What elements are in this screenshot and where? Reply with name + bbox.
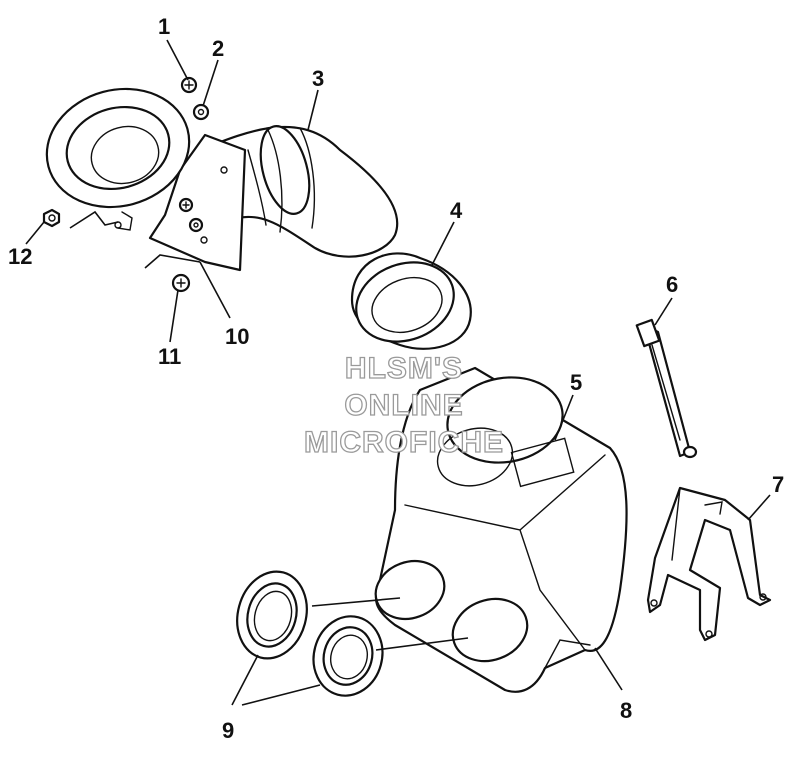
- grommet-left: [236, 570, 308, 660]
- callout-10: 10: [225, 324, 249, 349]
- inlet-bracket: [45, 87, 247, 272]
- strap-6: [635, 318, 698, 459]
- callout-5: 5: [570, 370, 582, 395]
- callouts: 1 2 3 4 5 6 7 8 9 10 11 12: [8, 14, 784, 743]
- callout-7: 7: [772, 472, 784, 497]
- air-box-housing: [374, 366, 628, 693]
- callout-6: 6: [666, 272, 678, 297]
- callout-1: 1: [158, 14, 170, 39]
- intake-hose: [198, 125, 399, 258]
- ring-coupler-4: [350, 252, 472, 350]
- bracket-7: [646, 486, 772, 642]
- watermark-line-1: HLSM'S: [345, 352, 463, 385]
- callout-2: 2: [212, 36, 224, 61]
- leader-lines: [25, 39, 771, 706]
- watermark: HLSM'S ONLINE MICROFICHE: [303, 351, 504, 459]
- callout-8: 8: [620, 698, 632, 723]
- grommet-right: [312, 615, 384, 697]
- nut-12: [42, 208, 61, 228]
- callout-9: 9: [222, 718, 234, 743]
- screw-lower: [178, 197, 204, 233]
- screw-11: [171, 273, 191, 293]
- screw-1: [180, 76, 198, 94]
- washer-2: [192, 103, 210, 121]
- watermark-line-2: ONLINE: [344, 389, 463, 422]
- callout-12: 12: [8, 244, 32, 269]
- callout-4: 4: [450, 198, 463, 223]
- callout-3: 3: [312, 66, 324, 91]
- watermark-line-3: MICROFICHE: [304, 426, 504, 459]
- callout-11: 11: [158, 344, 181, 369]
